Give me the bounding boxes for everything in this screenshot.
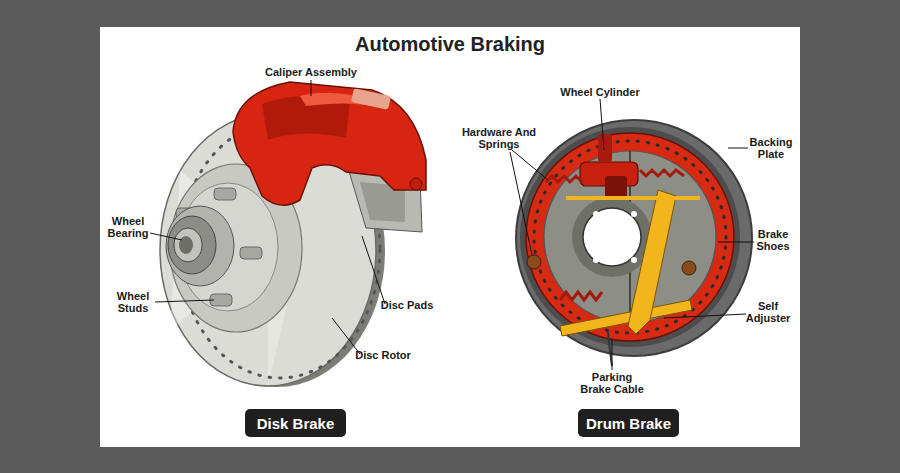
badge-text: Drum Brake bbox=[586, 415, 671, 432]
brake-type-badge: Disk Brake bbox=[245, 409, 346, 437]
part-label: Disc Rotor bbox=[343, 349, 423, 361]
diagram-title: Automotive Braking bbox=[355, 33, 545, 56]
part-label: Backing Plate bbox=[744, 136, 799, 160]
part-label: Parking Brake Cable bbox=[577, 371, 647, 395]
part-label: Self Adjuster bbox=[738, 300, 798, 324]
part-label: Disc Pads bbox=[367, 299, 447, 311]
drum-brake-drawing bbox=[516, 120, 752, 366]
part-label: Brake Shoes bbox=[748, 228, 798, 252]
caliper-drawing bbox=[233, 82, 426, 232]
leader-lines bbox=[150, 80, 754, 370]
part-label: Hardware And Springs bbox=[454, 126, 544, 150]
part-label: Wheel Bearing bbox=[98, 215, 158, 239]
badge-text: Disk Brake bbox=[257, 415, 335, 432]
brake-type-badge: Drum Brake bbox=[578, 409, 679, 437]
part-label: Caliper Assembly bbox=[251, 66, 371, 78]
part-label: Wheel Studs bbox=[108, 290, 158, 314]
part-label: Wheel Cylinder bbox=[540, 86, 660, 98]
